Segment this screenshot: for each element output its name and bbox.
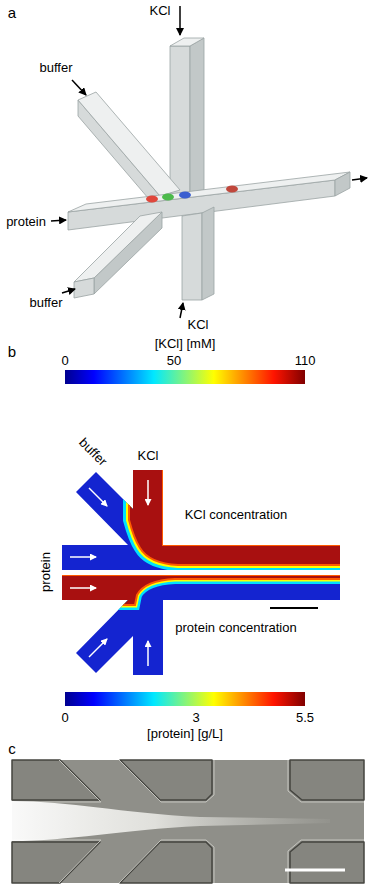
flow-arrows-part <box>179 6 181 35</box>
channel-schematic-part <box>335 172 350 196</box>
micrograph-part-part <box>12 842 100 883</box>
observation-dots-part <box>162 194 174 201</box>
tick-label: 0 <box>61 353 68 369</box>
inflow-arrows-part <box>89 639 107 657</box>
protein-simulation-part <box>55 575 345 605</box>
micrograph-part-part <box>290 842 364 883</box>
inlet-label: protein <box>38 552 54 592</box>
micrograph-part-part <box>288 840 364 883</box>
observation-dots-part <box>146 196 158 203</box>
micrograph-part-part <box>288 760 364 802</box>
micrograph-part <box>12 801 330 841</box>
micrograph-part <box>12 760 364 883</box>
tick-label: 0 <box>61 710 68 726</box>
channel-schematic-part <box>68 172 350 212</box>
channel-schematic-part <box>170 46 190 198</box>
protein-simulation <box>50 570 350 690</box>
micrograph-part-part <box>119 760 214 802</box>
channel-schematic-part <box>190 38 204 196</box>
protein-simulation-part <box>55 575 345 605</box>
channel-schematic-part <box>170 38 204 46</box>
inlet-label: buffer <box>39 60 72 76</box>
tick-label: 3 <box>192 710 199 726</box>
observation-dots-part <box>179 192 191 199</box>
panel-letter: b <box>8 343 16 361</box>
inlet-label: buffer <box>29 295 62 311</box>
tick-label: 110 <box>295 353 316 369</box>
flow-arrows-part <box>180 303 183 318</box>
micrograph-part-part <box>120 760 212 800</box>
micrograph-part-part <box>12 760 101 802</box>
protein-simulation-part <box>55 575 345 605</box>
micrograph-part-part <box>119 840 214 883</box>
inflow-arrows-part <box>70 587 96 589</box>
channel-schematic <box>68 38 350 300</box>
micrograph-part-part <box>12 760 100 800</box>
channel-schematic-part <box>74 278 94 298</box>
kcl-simulation-part <box>129 455 345 565</box>
channel-schematic-part <box>74 212 162 282</box>
inflow-arrows-part <box>70 556 96 558</box>
inflow-arrows-part <box>147 641 149 666</box>
field-label: KCl concentration <box>185 507 288 523</box>
inlet-label: protein <box>6 214 46 230</box>
channel-schematic-part <box>78 92 180 196</box>
colorbar-title: [KCl] [mM] <box>155 336 216 352</box>
observation-dots-part <box>226 186 238 193</box>
tick-label: 50 <box>167 353 181 369</box>
flow-arrows-part <box>352 178 367 180</box>
micrograph-part-part <box>12 840 101 883</box>
flow-arrows-part <box>72 80 86 95</box>
channel-schematic-part <box>182 213 202 300</box>
micrograph <box>12 760 364 883</box>
kcl-simulation <box>50 450 350 580</box>
observation-dots <box>146 186 238 203</box>
protein-colorbar <box>65 692 305 706</box>
flow-arrows <box>51 6 367 318</box>
inflow-arrows <box>70 480 148 666</box>
micrograph-part <box>12 760 364 883</box>
kcl-simulation-part <box>129 455 345 565</box>
inflow-arrows-part <box>89 488 107 506</box>
micrograph-part <box>285 869 345 872</box>
inflow-arrows-part <box>147 480 149 505</box>
flow-arrows-part <box>62 289 75 293</box>
tick-label: 5.5 <box>296 710 314 726</box>
inlet-label: KCl <box>188 317 209 333</box>
field-label: protein concentration <box>175 620 296 636</box>
micrograph-part <box>12 760 364 883</box>
inlet-label: KCl <box>138 448 159 464</box>
kcl-colorbar <box>65 370 305 384</box>
protein-simulation-part <box>50 570 350 690</box>
scale-bar <box>270 607 318 609</box>
micrograph-part-part <box>120 842 212 883</box>
colorbar-title: [protein] [g/L] <box>147 726 223 742</box>
kcl-simulation-part <box>50 450 350 580</box>
flow-arrows-part <box>51 220 66 221</box>
channel-schematic-part <box>202 207 214 300</box>
inlet-label: KCl <box>150 3 171 19</box>
panel-letter: a <box>8 4 16 22</box>
inlet-label: buffer <box>76 435 110 469</box>
micrograph-part-part <box>290 760 364 800</box>
kcl-simulation-part <box>129 455 345 565</box>
panel-letter: c <box>8 740 16 758</box>
